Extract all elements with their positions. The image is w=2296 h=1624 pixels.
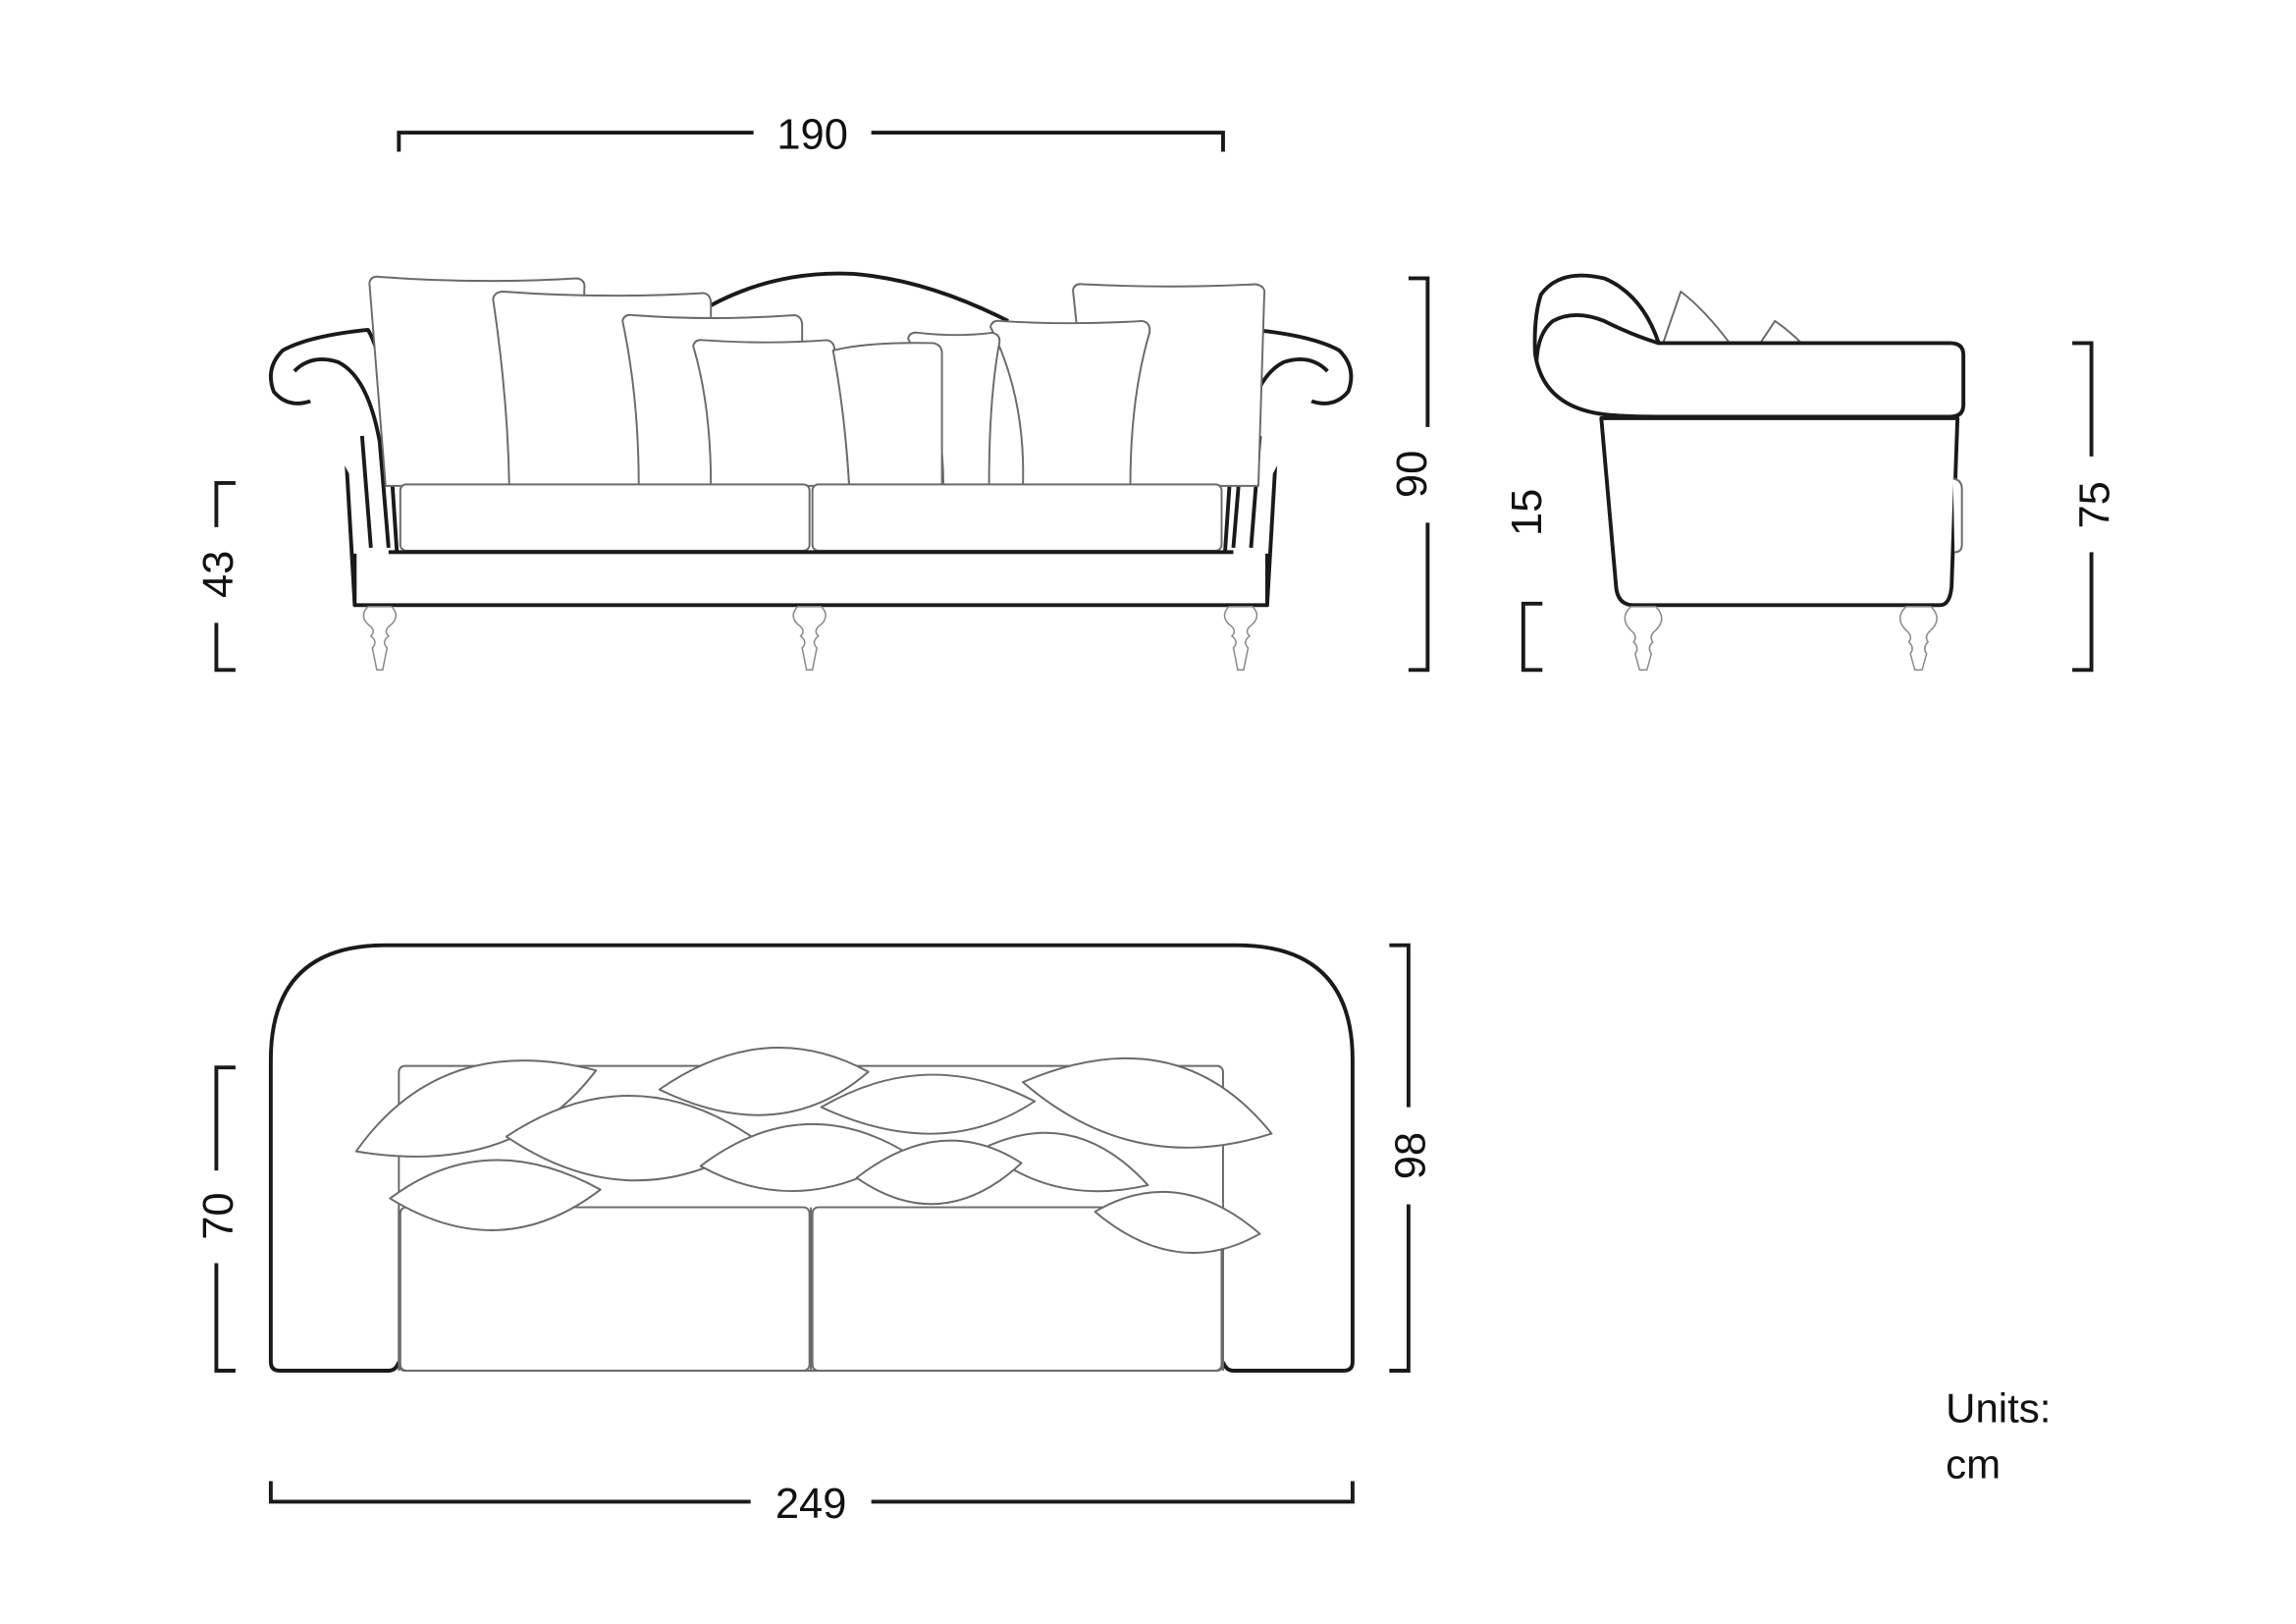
dimension-label: 98 (1387, 1132, 1434, 1179)
dimension-front-width: 190 (397, 112, 1225, 159)
sofa-base (352, 550, 1269, 608)
side-pillows (1662, 291, 1804, 346)
front-legs (362, 606, 1258, 672)
top-view: 70 98 249 (195, 943, 1434, 1528)
dimension-label: 15 (1504, 489, 1551, 536)
dimension-label: 249 (775, 1481, 847, 1528)
top-pillows (354, 1047, 1273, 1254)
dimension-front-height: 90 (1389, 276, 1436, 673)
dimension-leg-height: 15 (1504, 489, 1551, 673)
dimension-seat-height: 43 (195, 480, 242, 673)
front-view: 190 43 90 (195, 112, 1436, 673)
units-value: cm (1946, 1440, 2001, 1487)
dimension-label: 90 (1389, 451, 1436, 498)
dimension-label: 70 (195, 1192, 242, 1239)
dimension-top-depth: 98 (1387, 943, 1434, 1373)
dimension-label: 75 (2072, 481, 2119, 528)
dimension-side-height: 75 (2072, 341, 2119, 673)
top-cushion-left (399, 1206, 811, 1372)
side-body (1599, 415, 1960, 608)
top-cushion-right (811, 1206, 1223, 1372)
dimension-label: 190 (776, 112, 848, 159)
units-note: Units: cm (1946, 1384, 2051, 1487)
front-pillows (368, 275, 1266, 487)
side-arm-roll (1532, 273, 1966, 419)
side-legs (1624, 606, 1938, 672)
seat-cushion-left (399, 483, 811, 552)
seat-cushion-right (811, 483, 1223, 552)
dimension-label: 43 (195, 551, 242, 598)
dimension-seat-depth: 70 (195, 1065, 242, 1373)
sofa-back-crest (690, 271, 1009, 323)
units-label: Units: (1946, 1384, 2051, 1431)
dimension-top-width: 249 (268, 1481, 1355, 1528)
side-view: 15 75 (1504, 273, 2119, 673)
